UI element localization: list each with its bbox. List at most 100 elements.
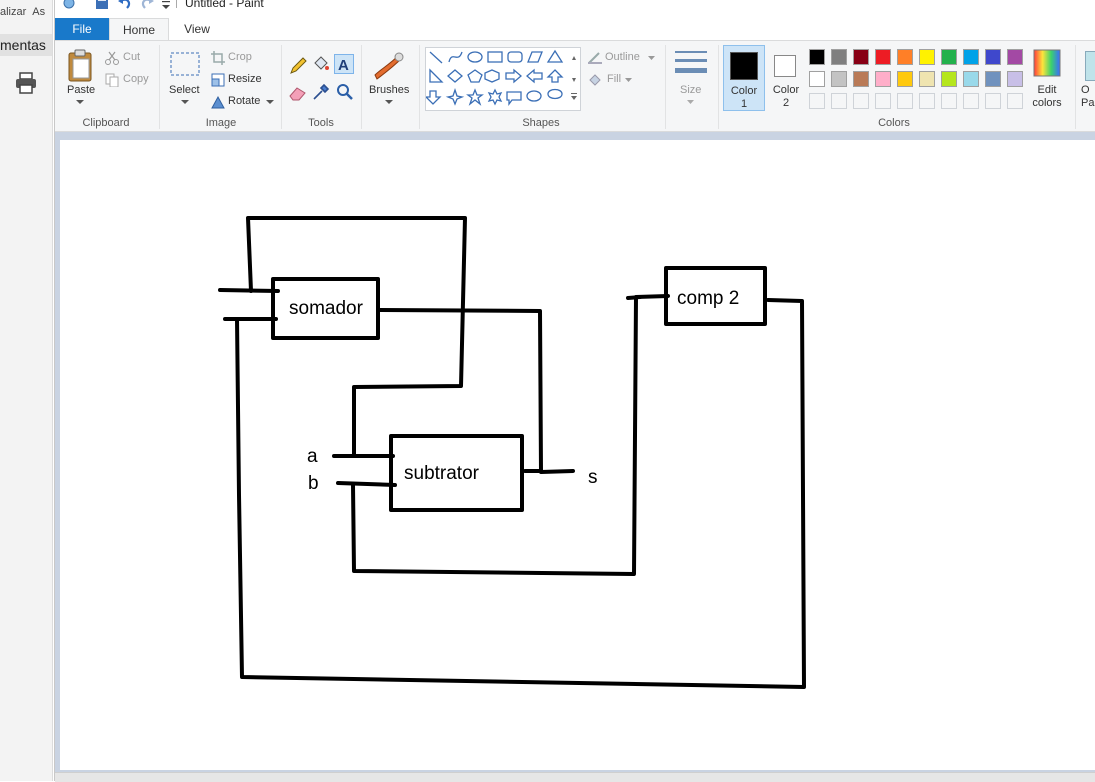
horizontal-scrollbar[interactable] — [55, 772, 1095, 782]
palette-swatch[interactable] — [941, 49, 957, 65]
palette-swatch[interactable] — [985, 71, 1001, 87]
copy-icon[interactable] — [105, 73, 119, 87]
svg-text:A: A — [338, 57, 349, 73]
palette-swatch[interactable] — [875, 71, 891, 87]
palette-swatch-empty[interactable] — [853, 93, 869, 109]
size-icon[interactable] — [675, 49, 707, 79]
tab-view[interactable]: View — [184, 22, 210, 36]
palette-swatch[interactable] — [831, 49, 847, 65]
chevron-down-icon[interactable] — [687, 100, 694, 104]
fill-button[interactable]: Fill — [607, 73, 622, 85]
redo-icon[interactable] — [139, 0, 155, 11]
color2-label: Color 2 — [772, 84, 800, 109]
palette-swatch[interactable] — [941, 71, 957, 87]
rotate-button[interactable]: Rotate — [228, 95, 261, 107]
background-toolbar-label[interactable]: mentas — [0, 34, 52, 56]
palette-swatch-empty[interactable] — [875, 93, 891, 109]
open-paint-3d-button[interactable]: O Pai — [1081, 84, 1095, 109]
resize-icon[interactable] — [211, 73, 225, 87]
palette-swatch[interactable] — [1007, 49, 1023, 65]
undo-icon[interactable] — [117, 0, 133, 11]
background-menu-item[interactable]: As — [32, 6, 46, 18]
tab-file[interactable]: File — [55, 18, 109, 40]
brushes-button[interactable]: Brushes — [369, 84, 410, 96]
chevron-down-icon[interactable] — [181, 100, 189, 105]
select-icon[interactable] — [169, 51, 201, 77]
palette-swatch-empty[interactable] — [985, 93, 1001, 109]
palette-swatch[interactable] — [853, 49, 869, 65]
copy-button[interactable]: Copy — [123, 73, 149, 85]
save-icon[interactable] — [95, 0, 109, 11]
chevron-down-icon[interactable] — [266, 100, 274, 105]
palette-swatch[interactable] — [1007, 71, 1023, 87]
input-a-label: a — [307, 446, 318, 467]
palette-swatch[interactable] — [985, 49, 1001, 65]
palette-swatch-empty[interactable] — [897, 93, 913, 109]
subtrator-block — [389, 434, 524, 512]
chevron-down-icon[interactable] — [76, 100, 84, 105]
palette-swatch-empty[interactable] — [963, 93, 979, 109]
customize-quick-access-icon[interactable] — [161, 0, 171, 11]
shapes-gallery[interactable] — [424, 47, 581, 111]
circuit-diagram: somador subtrator comp 2 a b s — [218, 216, 806, 689]
color1-selector[interactable]: Color 1 — [723, 45, 765, 111]
paint-app-icon[interactable] — [61, 0, 77, 11]
palette-swatch[interactable] — [831, 71, 847, 87]
size-button[interactable]: Size — [680, 84, 702, 96]
wire — [235, 298, 806, 689]
palette-swatch[interactable] — [809, 49, 825, 65]
input-b-label: b — [308, 473, 319, 494]
crop-icon[interactable] — [211, 51, 225, 65]
paste-icon[interactable] — [67, 49, 95, 86]
text-tool-icon[interactable]: A — [334, 54, 354, 74]
palette-swatch[interactable] — [963, 49, 979, 65]
palette-swatch[interactable] — [875, 49, 891, 65]
background-menu-item[interactable]: alizar — [0, 6, 27, 18]
colors-group-label: Colors — [878, 117, 910, 129]
paint-3d-icon[interactable] — [1085, 51, 1095, 81]
chevron-down-icon[interactable] — [648, 56, 655, 60]
palette-swatch[interactable] — [897, 71, 913, 87]
outline-icon[interactable] — [587, 51, 603, 65]
wire — [246, 216, 467, 458]
palette-swatch-empty[interactable] — [831, 93, 847, 109]
paste-button[interactable]: Paste — [67, 84, 96, 96]
palette-swatch-empty[interactable] — [1007, 93, 1023, 109]
output-s-label: s — [588, 467, 598, 488]
palette-swatch-empty[interactable] — [941, 93, 957, 109]
palette-swatch[interactable] — [853, 71, 869, 87]
magnifier-icon[interactable] — [336, 83, 354, 101]
eraser-icon[interactable] — [289, 85, 307, 101]
color-wheel-icon[interactable] — [1033, 49, 1061, 77]
palette-swatch[interactable] — [919, 71, 935, 87]
somador-label: somador — [289, 298, 364, 319]
fill-bucket-icon[interactable] — [312, 55, 330, 73]
color2-swatch — [774, 55, 796, 77]
image-group-label: Image — [205, 117, 237, 129]
crop-button[interactable]: Crop — [228, 51, 252, 63]
fill-icon[interactable] — [587, 73, 603, 87]
drawing-canvas[interactable]: somador subtrator comp 2 a b s — [60, 140, 1095, 770]
rotate-icon[interactable] — [211, 95, 225, 109]
resize-button[interactable]: Resize — [228, 73, 262, 85]
pencil-icon[interactable] — [289, 57, 307, 75]
chevron-down-icon[interactable] — [625, 78, 632, 82]
tab-home[interactable]: Home — [109, 18, 169, 40]
palette-swatch-empty[interactable] — [919, 93, 935, 109]
select-button[interactable]: Select — [169, 84, 200, 96]
palette-swatch-empty[interactable] — [809, 93, 825, 109]
outline-button[interactable]: Outline — [605, 51, 640, 63]
chevron-down-icon[interactable] — [385, 100, 393, 105]
printer-icon[interactable] — [14, 72, 38, 97]
palette-swatch[interactable] — [963, 71, 979, 87]
cut-button[interactable]: Cut — [123, 51, 141, 63]
palette-swatch[interactable] — [919, 49, 935, 65]
color-picker-icon[interactable] — [312, 83, 330, 101]
brushes-icon[interactable] — [371, 49, 405, 81]
color2-selector[interactable]: Color 2 — [768, 45, 808, 111]
ribbon-tabs: File Home View — [55, 18, 1095, 40]
palette-swatch[interactable] — [897, 49, 913, 65]
edit-colors-button[interactable]: Edit colors — [1032, 84, 1062, 109]
cut-icon[interactable] — [105, 51, 119, 65]
palette-swatch[interactable] — [809, 71, 825, 87]
